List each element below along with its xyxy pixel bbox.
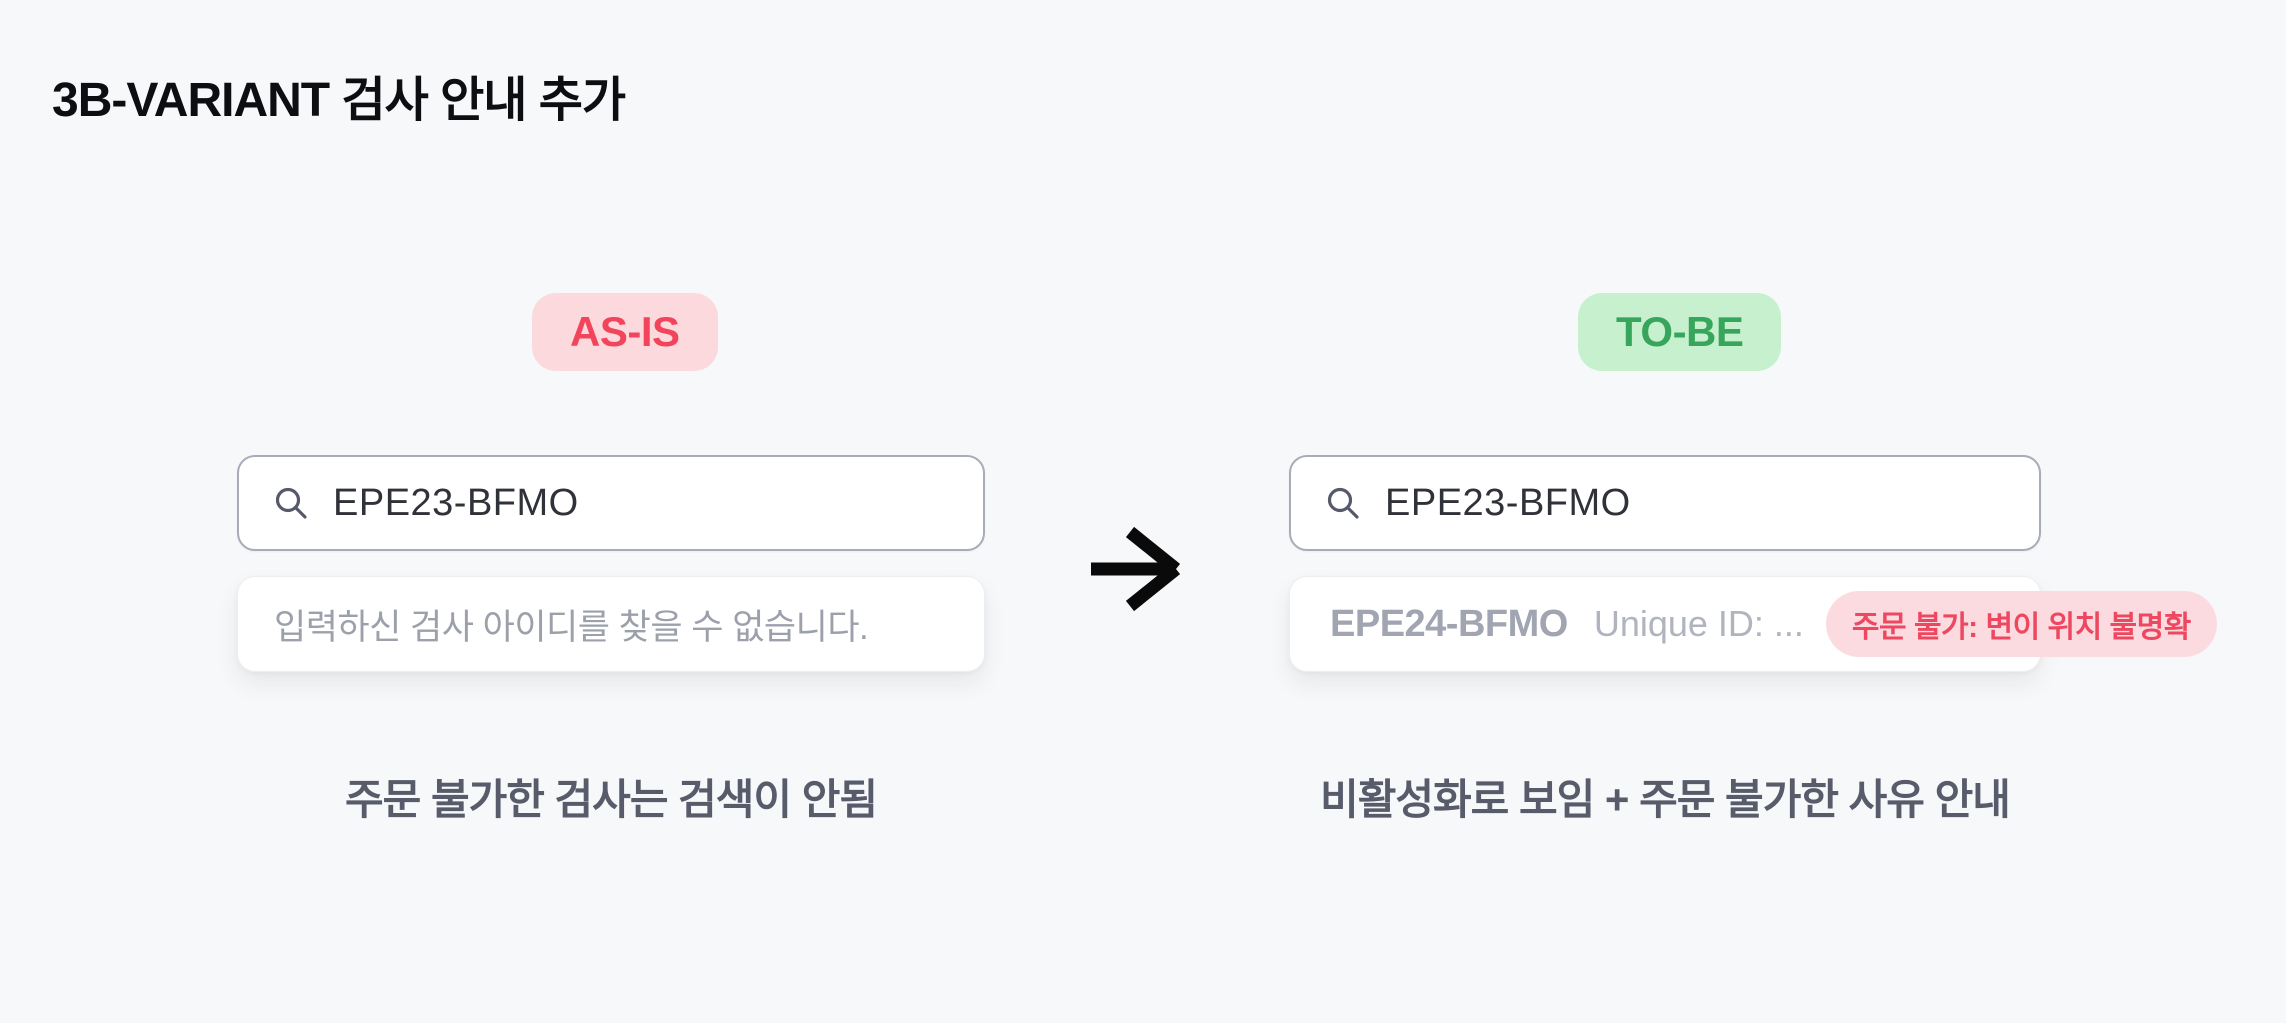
as-is-badge-label: AS-IS <box>570 308 680 355</box>
to-be-badge-label: TO-BE <box>1616 308 1744 355</box>
as-is-result-box: 입력하신 검사 아이디를 찾을 수 없습니다. <box>237 576 985 672</box>
result-test-id: EPE24-BFMO <box>1330 602 1568 645</box>
search-icon <box>1325 485 1361 521</box>
to-be-caption: 비활성화로 보임 + 주문 불가한 사유 안내 <box>1320 776 2011 823</box>
page-title: 3B-VARIANT 검사 안내 추가 <box>52 74 626 127</box>
result-unique-id: Unique ID: ... <box>1593 603 1804 644</box>
as-is-caption: 주문 불가한 검사는 검색이 안됨 <box>345 776 878 823</box>
not-found-message: 입력하신 검사 아이디를 찾을 수 없습니다. <box>274 607 869 647</box>
as-is-badge: AS-IS <box>532 293 718 371</box>
as-is-search-value: EPE23-BFMO <box>333 481 579 524</box>
as-is-search-input[interactable]: EPE23-BFMO <box>237 455 985 551</box>
to-be-search-value: EPE23-BFMO <box>1385 481 1631 524</box>
order-unavailable-badge: 주문 불가: 변이 위치 불명확 <box>1825 591 2217 657</box>
to-be-badge: TO-BE <box>1578 293 1782 371</box>
search-icon <box>273 485 309 521</box>
to-be-search-input[interactable]: EPE23-BFMO <box>1289 455 2041 551</box>
right-arrow-icon <box>1085 524 1185 614</box>
to-be-result-row[interactable]: EPE24-BFMO Unique ID: ... 주문 불가: 변이 위치 불… <box>1289 576 2217 672</box>
